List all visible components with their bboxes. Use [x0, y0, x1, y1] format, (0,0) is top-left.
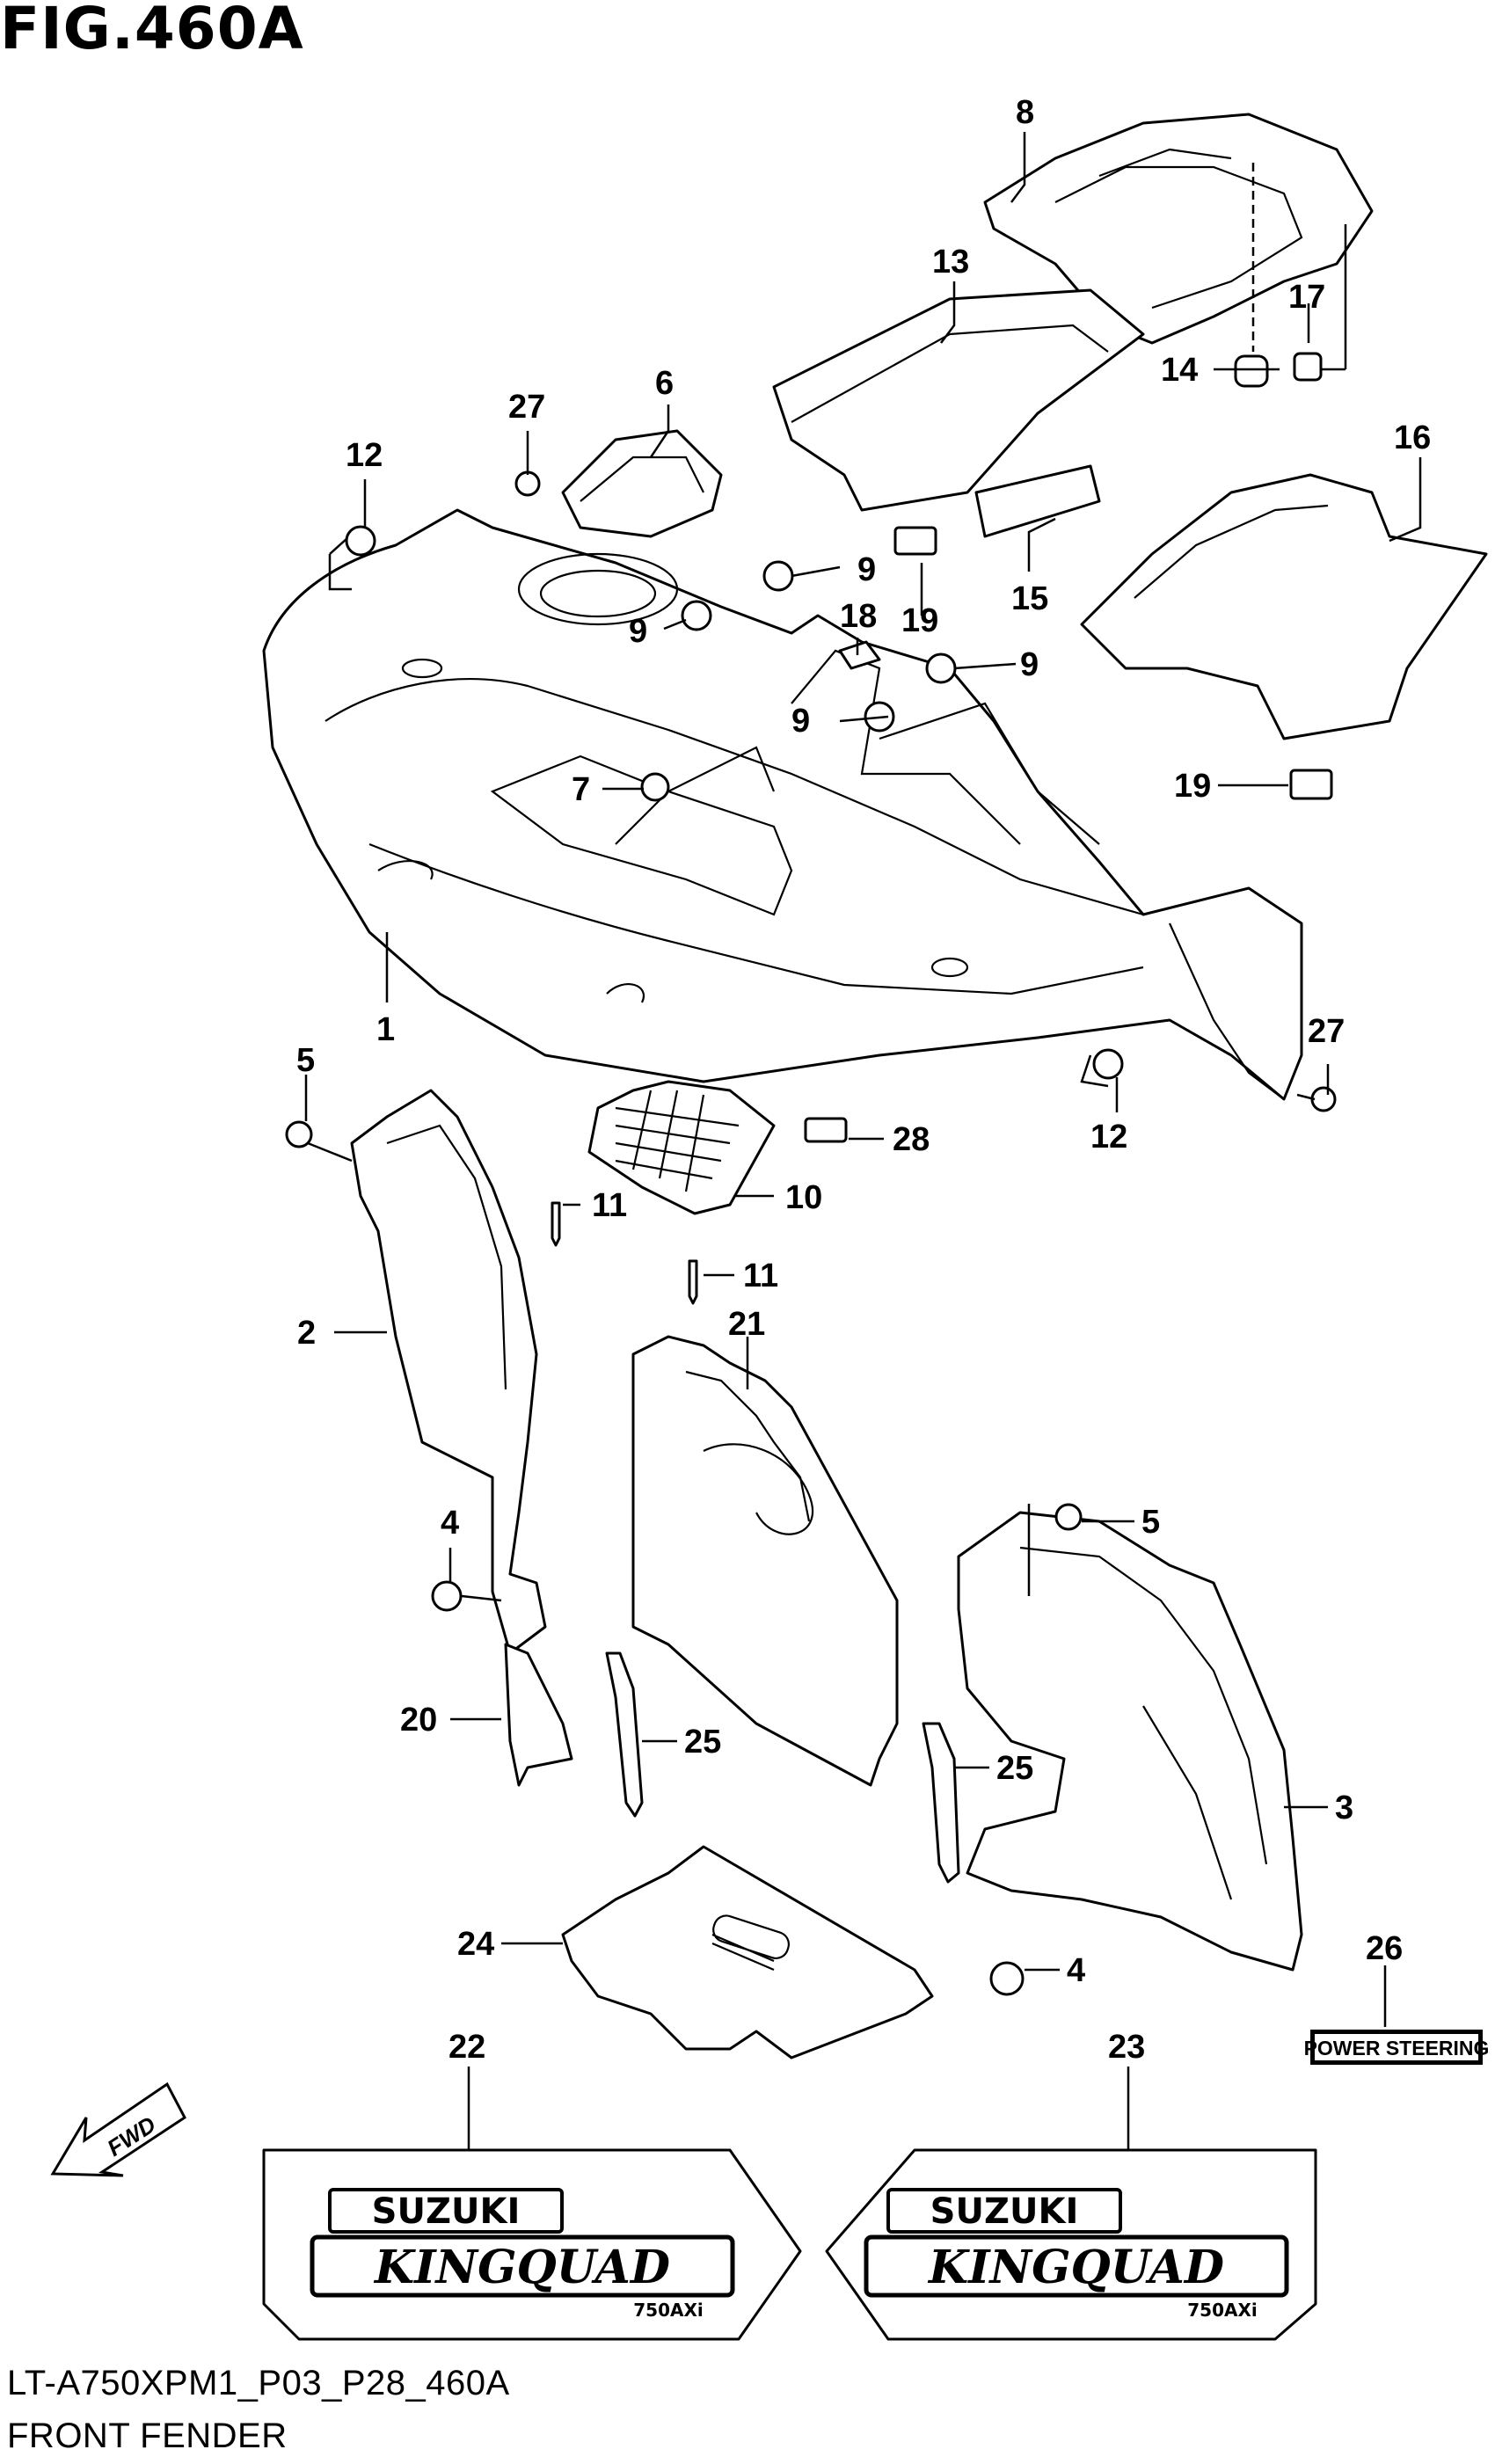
callout-4-left: 4 [441, 1505, 459, 1542]
callout-11-a: 11 [592, 1187, 627, 1224]
callout-9-c: 9 [1020, 646, 1039, 683]
callout-14: 14 [1161, 352, 1198, 389]
callout-9-b: 9 [629, 613, 647, 650]
callout-22: 22 [448, 2029, 485, 2066]
callout-17: 17 [1288, 279, 1325, 316]
part-25-cable-tie-right [922, 1722, 960, 1884]
callout-6: 6 [655, 365, 674, 402]
callout-13: 13 [932, 244, 969, 281]
part-14-push-pin [1234, 163, 1269, 388]
part-20-bracket [504, 1643, 573, 1787]
callout-27-upper: 27 [508, 389, 545, 426]
callout-5-left: 5 [296, 1042, 315, 1079]
decal-left-model: KINGQUAD [373, 2241, 670, 2294]
part-2-left-guard [350, 1089, 547, 1655]
part-10-grille [587, 1080, 776, 1215]
callout-5-right: 5 [1141, 1504, 1160, 1541]
part-6-cover [561, 429, 723, 538]
part-19-damper-lower [1289, 769, 1333, 800]
callout-25-right: 25 [996, 1750, 1033, 1787]
callout-24: 24 [457, 1926, 494, 1963]
callout-9-d: 9 [791, 703, 810, 740]
decal-right-brand: SUZUKI [930, 2191, 1079, 2232]
leader-lines [304, 132, 1422, 2150]
part-8-rear-cover [983, 113, 1374, 345]
callout-8: 8 [1016, 94, 1034, 131]
callout-2: 2 [297, 1315, 316, 1352]
part-25-cable-tie-left [605, 1651, 644, 1818]
callout-numbers: 8 13 6 14 17 16 27 12 9 9 9 9 7 19 15 18… [296, 94, 1431, 2066]
callout-10: 10 [785, 1179, 822, 1216]
part-21-inner-panel [631, 1335, 899, 1787]
callout-15: 15 [1011, 580, 1048, 617]
callout-7: 7 [572, 771, 590, 808]
fwd-direction-arrow: FWD [50, 2081, 186, 2177]
callout-27-lower: 27 [1308, 1013, 1345, 1050]
callout-21: 21 [728, 1306, 765, 1343]
part-28-damper [804, 1117, 848, 1143]
part-23-decal-right: SUZUKI KINGQUAD 750AXi [825, 2148, 1317, 2341]
part-24-skid-plate [561, 1845, 934, 2059]
part-22-decal-left: SUZUKI KINGQUAD 750AXi [262, 2148, 802, 2341]
callout-28: 28 [893, 1121, 930, 1158]
power-steering-text: POWER STEERING [1304, 2037, 1490, 2059]
callout-18: 18 [840, 598, 877, 635]
decal-left-suffix: 750AXi [633, 2300, 704, 2321]
decal-right-suffix: 750AXi [1187, 2300, 1258, 2321]
callout-12-lower: 12 [1090, 1119, 1127, 1155]
footer-section-name: FRONT FENDER [7, 2417, 288, 2455]
callout-19-lower: 19 [1174, 768, 1211, 805]
callout-20: 20 [400, 1702, 437, 1739]
callout-9-a: 9 [857, 551, 876, 588]
callout-4-right: 4 [1067, 1952, 1085, 1989]
callout-26: 26 [1366, 1930, 1403, 1967]
callout-1: 1 [376, 1011, 395, 1048]
footer-model-code: LT-A750XPM1_P03_P28_460A [7, 2364, 510, 2402]
callout-23: 23 [1108, 2029, 1145, 2066]
decal-right-model: KINGQUAD [927, 2241, 1224, 2294]
part-17-clip [1293, 224, 1347, 382]
part-15-strip [974, 464, 1101, 538]
callout-16: 16 [1394, 419, 1431, 456]
part-26-power-steering-decal: POWER STEERING [1304, 2030, 1490, 2065]
callout-11-b: 11 [743, 1258, 778, 1294]
callout-12-upper: 12 [346, 437, 383, 474]
callout-3: 3 [1335, 1790, 1353, 1826]
part-16-side-panel [1080, 473, 1488, 740]
callout-25-left: 25 [684, 1724, 721, 1761]
part-19-damper-upper [893, 526, 937, 556]
callout-19-upper: 19 [901, 602, 938, 639]
part-13-bracket [772, 288, 1145, 512]
part-3-right-guard [957, 1511, 1303, 1972]
fasteners [285, 470, 1337, 1996]
decal-left-brand: SUZUKI [372, 2191, 521, 2232]
figure-title: FIG.460A [0, 0, 304, 62]
